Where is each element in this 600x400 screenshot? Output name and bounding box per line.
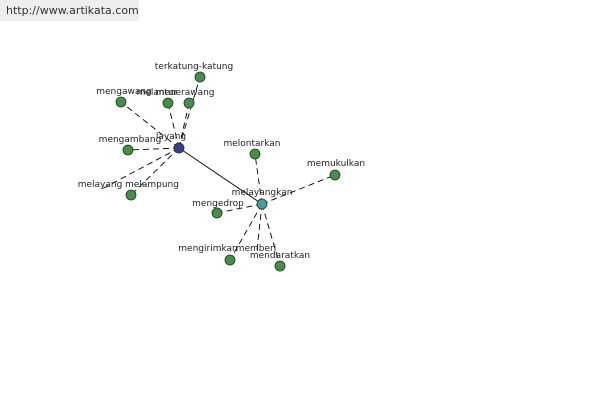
node-melantur[interactable]	[162, 97, 174, 109]
node-label-mengawang[interactable]: mengawang	[96, 87, 152, 97]
node-memukulkan[interactable]	[329, 169, 341, 181]
node-mengambang[interactable]	[122, 144, 134, 156]
edge-layang-mengambang	[127, 147, 180, 151]
node-label-mengambang[interactable]: mengambang	[99, 135, 162, 145]
node-label-terkatung-katung[interactable]: terkatung-katung	[155, 62, 233, 72]
node-label-melayang[interactable]: melayang	[78, 180, 123, 190]
edge-layang-melantur	[167, 102, 180, 149]
edge-layang-melampung	[130, 147, 180, 196]
edge-layang-melayangkan	[178, 147, 263, 205]
node-layang[interactable]	[173, 142, 185, 154]
url-bar[interactable]: http://www.artikata.com	[0, 0, 139, 21]
node-melayangkan[interactable]	[256, 198, 268, 210]
node-mengirimkan[interactable]	[224, 254, 236, 266]
node-label-melantur[interactable]: melantur	[137, 88, 178, 98]
node-label-layang[interactable]: layang	[156, 132, 186, 142]
node-melampung[interactable]	[125, 189, 137, 201]
node-label-melayangkan[interactable]: melayangkan	[232, 188, 293, 198]
edge-layang-menerawang	[178, 102, 190, 149]
labels-layer: layang melayangkan terkatung-katung mengawa…	[78, 62, 365, 261]
node-label-mengirimkan[interactable]: mengirimkan	[178, 244, 237, 254]
edge-melayangkan-mengirimkan	[229, 203, 263, 261]
edge-melayangkan-memukulkan	[261, 174, 336, 205]
url-text[interactable]: http://www.artikata.com	[6, 4, 139, 17]
node-mengawang[interactable]	[115, 96, 127, 108]
nodes-layer	[115, 71, 341, 272]
node-mendaratkan[interactable]	[274, 260, 286, 272]
node-mengedrop[interactable]	[211, 207, 223, 219]
edge-layang-melayang	[99, 147, 180, 191]
node-label-menerawang[interactable]: menerawang	[155, 88, 214, 98]
node-menerawang[interactable]	[183, 97, 195, 109]
edge-melayangkan-mendaratkan	[261, 203, 281, 267]
edge-melayangkan-memberi	[256, 203, 263, 251]
node-label-melampung[interactable]: melampung	[125, 180, 179, 190]
edge-melayangkan-melontarkan	[254, 153, 263, 205]
node-label-mendaratkan[interactable]: mendaratkan	[250, 251, 310, 261]
node-melontarkan[interactable]	[249, 148, 261, 160]
edge-melayangkan-mengedrop	[216, 203, 263, 214]
edges-layer	[99, 76, 336, 267]
node-label-mengedrop[interactable]: mengedrop	[192, 199, 244, 209]
edge-layang-terkatung-katung	[178, 76, 201, 149]
node-label-melontarkan[interactable]: melontarkan	[223, 139, 280, 149]
edge-layang-mengawang	[120, 101, 180, 149]
node-label-memukulkan[interactable]: memukulkan	[307, 159, 365, 169]
node-label-memberi[interactable]: memberi	[236, 244, 277, 254]
node-terkatung-katung[interactable]	[194, 71, 206, 83]
